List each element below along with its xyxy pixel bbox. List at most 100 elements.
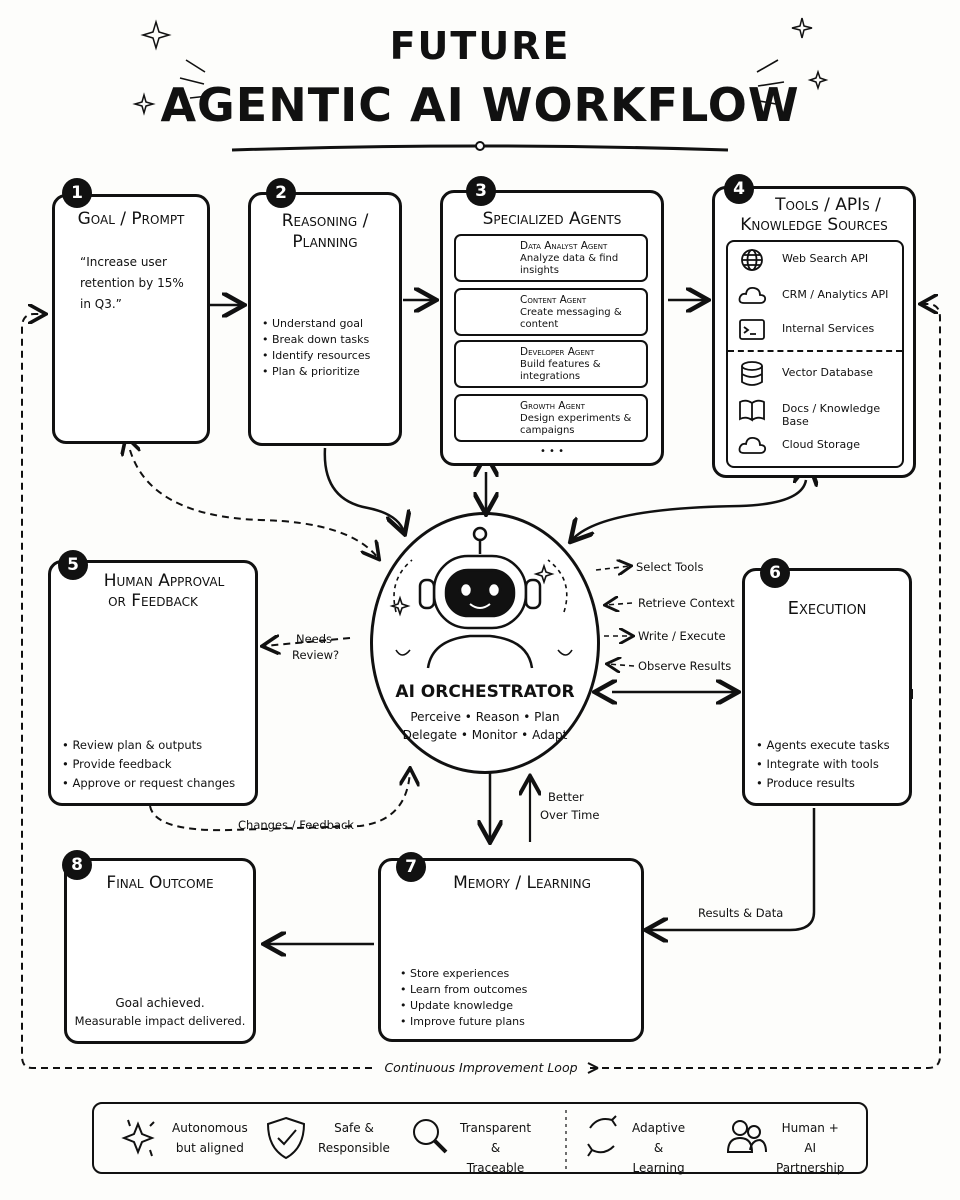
footer-line: Adaptive &	[632, 1121, 686, 1155]
step-badge-4: 4	[724, 174, 754, 204]
label-better-l1: Better	[548, 790, 584, 804]
bullet-item: Produce results	[756, 774, 890, 793]
tool-label: Docs / Knowledge Base	[782, 402, 881, 428]
arrow-tools-orch	[572, 480, 806, 540]
label-retrieve-context: Retrieve Context	[638, 596, 735, 610]
planning-bullets: Understand goal Break down tasks Identif…	[262, 316, 370, 380]
footer-text: Transparent & Traceable	[460, 1118, 531, 1178]
tool-crm-analytics: CRM / Analytics API	[738, 282, 898, 310]
label-needs-review-l2: Review?	[292, 648, 340, 662]
label-better-l2: Over Time	[540, 808, 600, 822]
label-results-data: Results & Data	[698, 906, 784, 920]
robot-icon	[418, 526, 542, 669]
footer-line: Partnership	[776, 1161, 845, 1175]
agent-name: Data Analyst Agent	[520, 240, 608, 252]
sparkle-icon	[807, 69, 829, 91]
book-icon	[739, 399, 765, 422]
bullet-item: Learn from outcomes	[400, 982, 527, 998]
footer-text: Human + AI Partnership	[776, 1118, 844, 1178]
agents-title: Specialized Agents	[482, 209, 622, 229]
terminal-icon	[739, 319, 765, 340]
bullet-item: Break down tasks	[262, 332, 370, 348]
tool-cloud-storage: Cloud Storage	[738, 432, 898, 460]
orchestrator-line1: Perceive • Reason • Plan	[410, 710, 560, 724]
tools-inner-panel	[726, 240, 904, 468]
bullet-item: Update knowledge	[400, 998, 527, 1014]
footer-line: Responsible	[318, 1141, 390, 1155]
sparkle-icon	[121, 1121, 155, 1155]
execution-bullets: Agents execute tasks Integrate with tool…	[756, 736, 890, 793]
step-badge-1: 1	[62, 178, 92, 208]
shield-icon	[266, 1116, 306, 1160]
step-badge-7: 7	[396, 852, 426, 882]
execution-title: Execution	[787, 598, 867, 619]
label-write-execute: Write / Execute	[638, 629, 726, 643]
human-bullets: Review plan & outputs Provide feedback A…	[62, 736, 235, 793]
tool-label: Vector Database	[782, 366, 874, 379]
loop-label: Continuous Improvement Loop	[384, 1060, 578, 1075]
step-badge-8: 8	[62, 850, 92, 880]
human-title-l2: or Feedback	[108, 591, 198, 611]
header-title-line1: FUTURE	[389, 24, 571, 68]
bullet-item: Review plan & outputs	[62, 736, 235, 755]
arrow-changes-feedback	[149, 770, 410, 832]
tool-label: CRM / Analytics API	[782, 288, 889, 301]
goal-prompt-title: Goal / Prompt	[77, 209, 185, 229]
agent-desc: Analyze data & find insights	[520, 253, 619, 276]
footer-line: Learning	[632, 1161, 685, 1175]
cloud-icon	[738, 436, 767, 454]
arrow-plan-to-orch	[323, 447, 404, 532]
tools-divider	[728, 350, 902, 352]
footer-line: Human + AI	[781, 1121, 839, 1155]
agent-desc: Design experiments & campaigns	[520, 413, 632, 436]
tool-docs-knowledge: Docs / Knowledge Base	[738, 396, 898, 428]
bullet-item: Identify resources	[262, 348, 370, 364]
bullet-item: Improve future plans	[400, 1014, 527, 1030]
tool-web-search: Web Search API	[738, 246, 898, 274]
outcome-line2: Measurable impact delivered.	[74, 1014, 246, 1028]
tools-title-l2: Knowledge Sources	[740, 215, 888, 235]
memory-title: Memory / Learning	[453, 873, 591, 893]
step-badge-2: 2	[266, 178, 296, 208]
outcome-title: Final Outcome	[106, 873, 214, 893]
label-changes-feedback: Changes / Feedback	[238, 818, 354, 832]
outcome-line1: Goal achieved.	[115, 996, 205, 1010]
arrow-needs-review	[264, 638, 351, 646]
agent-name: Developer Agent	[520, 346, 595, 358]
bullet-item: Agents execute tasks	[756, 736, 889, 755]
label-needs-review-l1: Needs	[296, 632, 333, 646]
globe-icon	[741, 249, 763, 271]
final-outcome-box	[64, 858, 256, 1044]
sparkle-icon	[132, 92, 156, 116]
agent-name: Content Agent	[520, 294, 587, 306]
agent-card-content: Content Agent Create messaging & content	[454, 288, 648, 336]
database-icon	[741, 361, 763, 386]
footer-text: Adaptive & Learning	[632, 1118, 685, 1178]
bullet-item: Provide feedback	[62, 755, 235, 774]
footer-line: but aligned	[175, 1141, 244, 1155]
improvement-loop	[21, 314, 372, 1069]
footer-text: Autonomous but aligned	[172, 1118, 248, 1158]
sparkle-icon	[140, 19, 172, 51]
agent-desc: Build features & integrations	[520, 359, 601, 382]
bullet-item: Plan & prioritize	[262, 364, 370, 380]
bullet-item: Understand goal	[262, 316, 370, 332]
tools-title-l1: Tools / APIs /	[775, 195, 881, 215]
agent-card-growth: Growth Agent Design experiments & campai…	[454, 394, 648, 442]
tool-label: Cloud Storage	[782, 438, 860, 451]
agent-card-developer: Developer Agent Build features & integra…	[454, 340, 648, 388]
arrow-goal-orch	[130, 450, 378, 558]
step-badge-3: 3	[466, 176, 496, 206]
agent-name: Growth Agent	[520, 400, 585, 412]
tool-label: Web Search API	[782, 252, 869, 265]
magnifier-icon	[413, 1119, 439, 1145]
orchestrator-line2: Delegate • Monitor • Adapt	[402, 728, 568, 742]
tool-label: Internal Services	[782, 322, 875, 335]
footer-line: Traceable	[466, 1161, 525, 1175]
footer-line: Autonomous	[172, 1121, 248, 1135]
reasoning-title-l1: Reasoning /	[281, 211, 369, 231]
cloud-icon	[738, 286, 767, 304]
tool-vector-database: Vector Database	[738, 360, 898, 388]
people-icon	[732, 1120, 748, 1136]
footer-line: Transparent &	[460, 1121, 532, 1155]
